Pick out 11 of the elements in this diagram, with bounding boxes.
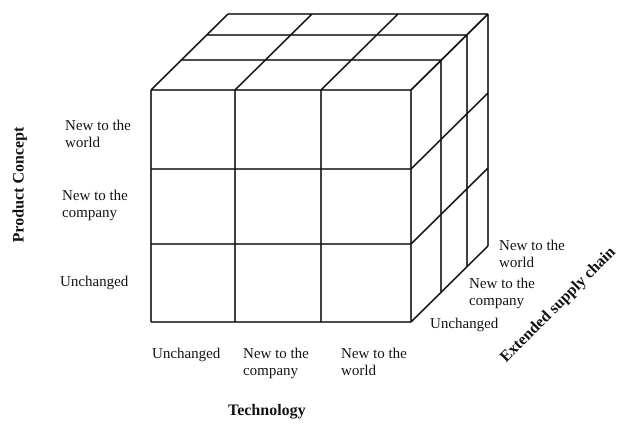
axis-title: Product Concept bbox=[10, 126, 28, 244]
depth-label: New to the world bbox=[499, 238, 566, 272]
column-label: New to the company bbox=[243, 346, 310, 380]
axis-title: Technology bbox=[228, 402, 306, 419]
column-label: New to the world bbox=[341, 346, 408, 380]
depth-label: New to the company bbox=[469, 276, 536, 310]
row-label: New to the company bbox=[62, 188, 129, 222]
row-label: New to the world bbox=[65, 118, 132, 152]
column-label: Unchanged bbox=[152, 346, 222, 363]
depth-label: Unchanged bbox=[430, 316, 499, 333]
row-label: Unchanged bbox=[60, 274, 130, 291]
